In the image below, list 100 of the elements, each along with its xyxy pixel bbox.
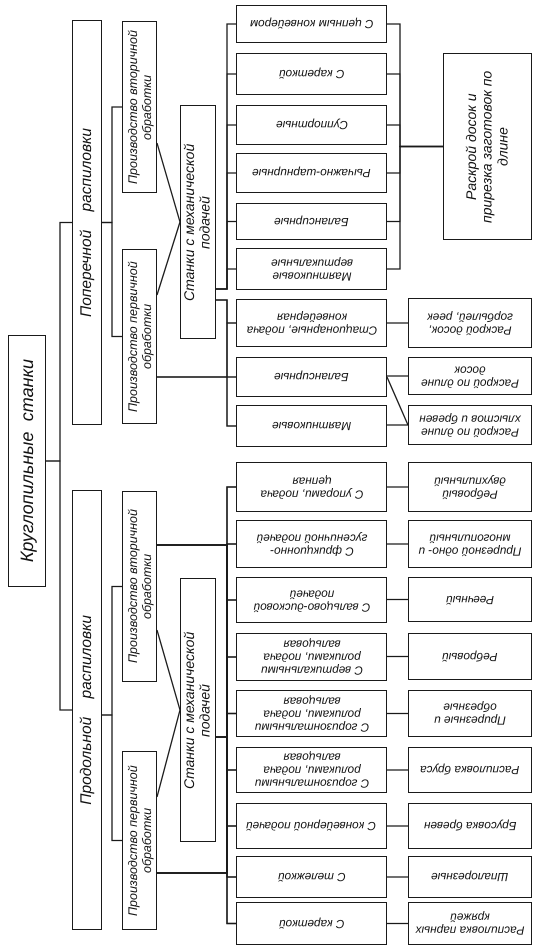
connector-line	[387, 825, 408, 827]
application-box	[408, 747, 532, 793]
application-label: Брусовка бревен	[424, 819, 516, 833]
machine-type-box	[236, 690, 387, 737]
machine-type-label: С цепным конвейером	[250, 17, 374, 31]
machine-type-box	[236, 633, 387, 681]
application-box	[408, 298, 532, 348]
machine-type-box	[236, 153, 387, 193]
application-box	[408, 690, 532, 737]
connector-line	[156, 710, 181, 798]
application-label: Ребровый двухпильный	[433, 474, 507, 500]
feed-group-box	[180, 578, 216, 842]
machine-type-box	[236, 5, 387, 43]
sawing-type-box	[72, 490, 102, 930]
application-box	[408, 803, 532, 849]
production-stage-label: Производство первичной обработки	[126, 260, 154, 414]
machine-type-box	[236, 357, 387, 397]
machine-type-label: С фрикционно-гусеничной подачей	[255, 530, 368, 558]
machine-type-box	[236, 902, 387, 945]
machine-type-label: Балансирные	[274, 214, 349, 228]
production-stage-box	[122, 249, 157, 424]
connector-line	[387, 23, 443, 148]
sawing-type-label: Поперечной распиловки	[78, 128, 96, 317]
application-label: Реечный	[446, 592, 494, 606]
machine-type-label: Балансирные	[274, 370, 349, 384]
machine-type-label: С горизонтальными роликами, подача вальцовая	[253, 750, 370, 790]
application-label: Распиловка парных кряжей	[414, 910, 526, 937]
machine-type-label: С кареткой	[278, 67, 344, 81]
connector-line	[387, 876, 408, 878]
sawing-type-box	[72, 20, 102, 425]
production-stage-label: Производство вторичной обработки	[126, 29, 154, 186]
application-box	[408, 577, 532, 622]
machine-type-box	[236, 299, 387, 347]
application-label: Распиловка бруса	[420, 763, 520, 777]
machine-type-label: С вертикальными роликами, подача вальцовая	[260, 637, 364, 677]
connector-line	[387, 543, 408, 545]
connector-line	[387, 424, 408, 426]
sawing-type-label: Продольной распиловки	[78, 615, 96, 805]
root-box	[8, 335, 46, 587]
connector-line	[387, 375, 408, 377]
connector-line	[387, 922, 408, 924]
machine-type-label: С вальцово-дисковой подачей	[252, 586, 371, 614]
machine-type-box	[236, 462, 387, 512]
machine-type-box	[236, 520, 387, 568]
machine-type-label: С горизонтальными роликами, подача вальцовая	[253, 694, 370, 734]
machine-type-label: С тележкой	[278, 870, 346, 884]
machine-type-box	[236, 747, 387, 793]
machine-type-box	[236, 53, 387, 95]
connector-line	[46, 222, 72, 462]
connector-line	[387, 712, 408, 714]
connector-line	[102, 106, 122, 224]
connector-line	[386, 376, 409, 426]
connector-line	[102, 586, 122, 716]
application-label: Раскрой досок и прирезка заготовок по длине	[464, 69, 511, 225]
machine-type-label: Суппортные	[276, 118, 348, 132]
connector-line	[216, 23, 236, 290]
application-label: Шпалорезные	[431, 870, 509, 884]
machine-type-label: С упорами, подача цепная	[258, 474, 364, 500]
machine-type-box	[236, 803, 387, 849]
application-label: Прирезной одно- и многопильный	[418, 530, 522, 558]
application-box	[408, 856, 532, 898]
application-box	[408, 357, 532, 395]
application-label: Раскрой по длине досок	[420, 362, 520, 390]
connector-line	[216, 299, 236, 324]
machine-type-label: Маятниковые вертикальные	[270, 256, 354, 282]
machine-type-label: Рычажно-шарнирные	[252, 166, 371, 180]
application-box	[408, 462, 532, 512]
application-box	[408, 520, 532, 568]
application-box	[408, 405, 532, 445]
feed-group-box	[180, 105, 216, 339]
application-label: Раскрой досок, горбылей, реек	[426, 310, 514, 336]
feed-group-label: Станки с механической подачей	[182, 142, 214, 303]
machine-type-box	[236, 248, 387, 290]
feed-group-label: Станки с механической подачей	[182, 630, 214, 791]
machine-type-label: Маятниковые	[272, 419, 352, 433]
production-stage-label: Производство вторичной обработки	[126, 508, 154, 666]
machine-type-label: Стационарные, подача конвейерная	[245, 310, 378, 336]
connector-line	[156, 222, 181, 296]
connector-line	[156, 142, 181, 222]
production-stage-box	[122, 491, 157, 682]
application-label: Ребровый	[442, 650, 498, 664]
connector-line	[387, 486, 408, 488]
machine-type-box	[236, 577, 387, 623]
machine-type-box	[236, 203, 387, 240]
application-label: Раскрой по длине хлыстов и бревен	[418, 412, 522, 438]
connector-line	[387, 769, 408, 771]
connector-line	[387, 656, 408, 658]
machine-type-label: С кареткой	[278, 916, 344, 930]
production-stage-label: Производство первичной обработки	[126, 764, 154, 918]
machine-type-label: С конвейерной подачей	[246, 819, 377, 833]
machine-type-box	[236, 856, 387, 898]
application-label: Прирезные и обрезные	[433, 700, 507, 727]
machine-type-box	[236, 105, 387, 145]
machine-type-box	[236, 405, 387, 447]
application-box	[408, 902, 532, 945]
connector-line	[387, 598, 408, 600]
production-stage-box	[122, 21, 157, 193]
application-box	[443, 53, 532, 240]
production-stage-box	[122, 751, 157, 930]
connector-line	[216, 486, 236, 738]
